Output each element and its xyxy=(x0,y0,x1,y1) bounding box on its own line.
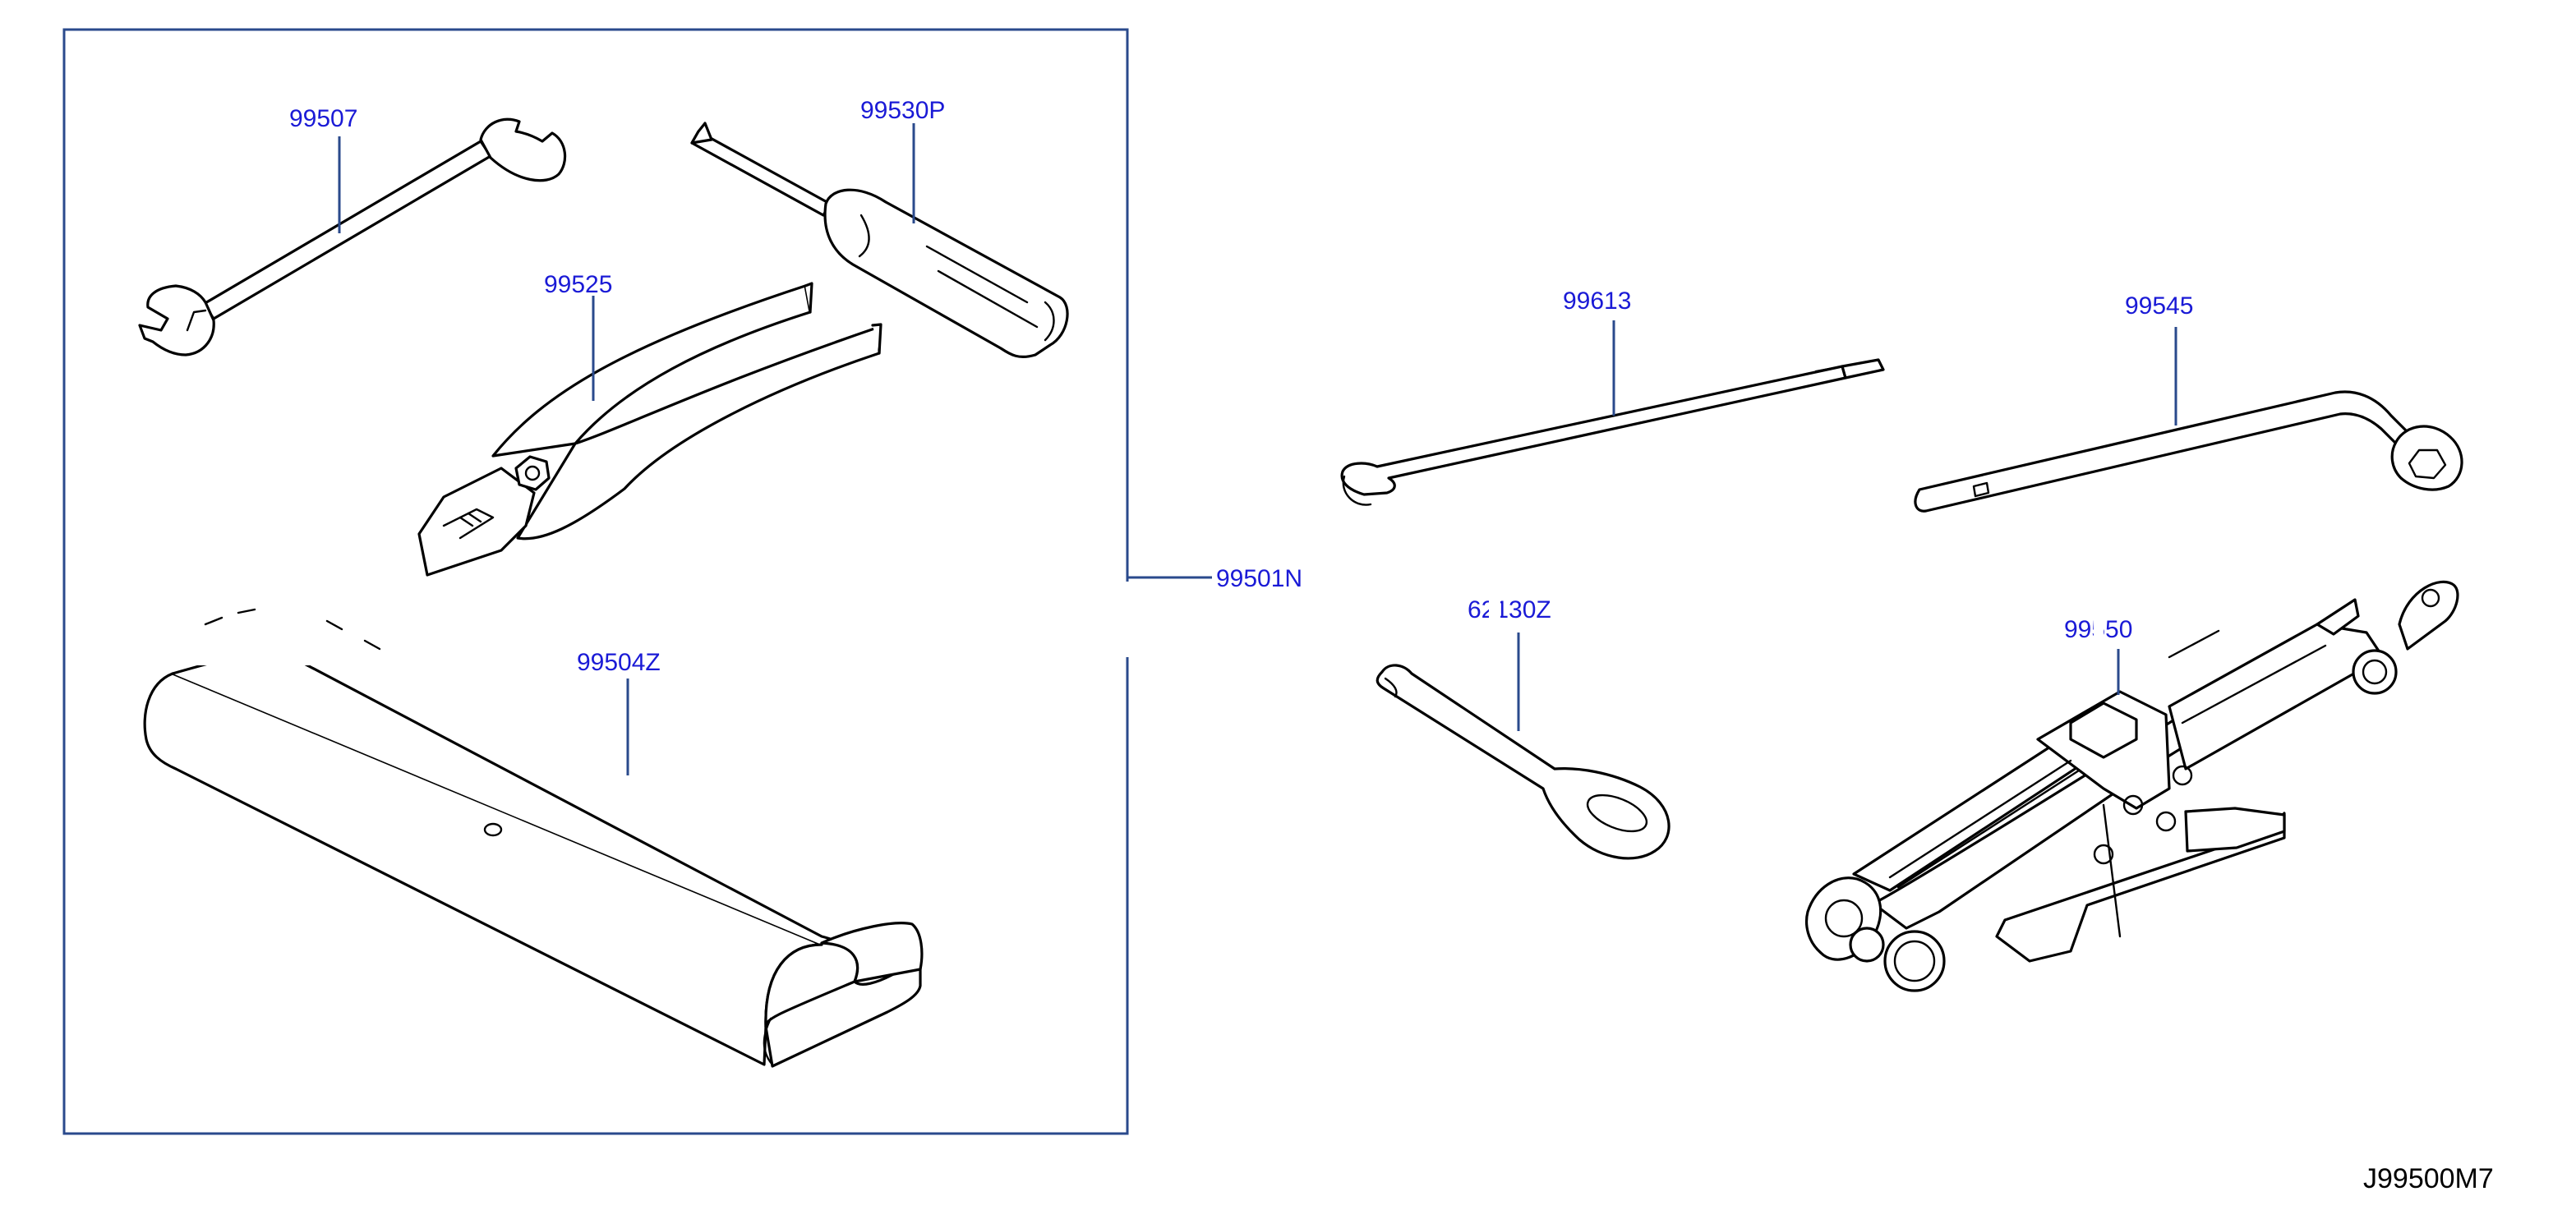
wrench-drawing[interactable] xyxy=(138,117,567,356)
kit-label[interactable]: 99501N xyxy=(1216,565,1302,592)
part-number-99504Z[interactable]: 99504Z xyxy=(577,649,661,676)
part-number-99545[interactable]: 99545 xyxy=(2125,292,2193,320)
diagram-code: J99500M7 xyxy=(2363,1163,2494,1194)
tool-bag-drawing[interactable] xyxy=(143,608,924,1068)
part-number-99525[interactable]: 99525 xyxy=(544,271,612,298)
wheel-nut-wrench-drawing[interactable] xyxy=(1914,390,2463,513)
part-number-62130Z[interactable]: 62130Z xyxy=(1468,596,1551,623)
part-number-99613[interactable]: 99613 xyxy=(1563,288,1631,315)
kit-frame xyxy=(62,28,1212,1135)
part-number-99530P[interactable]: 99530P xyxy=(860,97,945,124)
part-number-99507[interactable]: 99507 xyxy=(289,105,357,132)
screwdriver-drawing[interactable] xyxy=(690,122,1069,359)
jack-drawing[interactable] xyxy=(1804,580,2459,992)
hook-rod-drawing[interactable] xyxy=(1340,358,1885,506)
tow-hook-drawing[interactable] xyxy=(1376,664,1670,860)
pliers-drawing[interactable] xyxy=(417,282,882,577)
